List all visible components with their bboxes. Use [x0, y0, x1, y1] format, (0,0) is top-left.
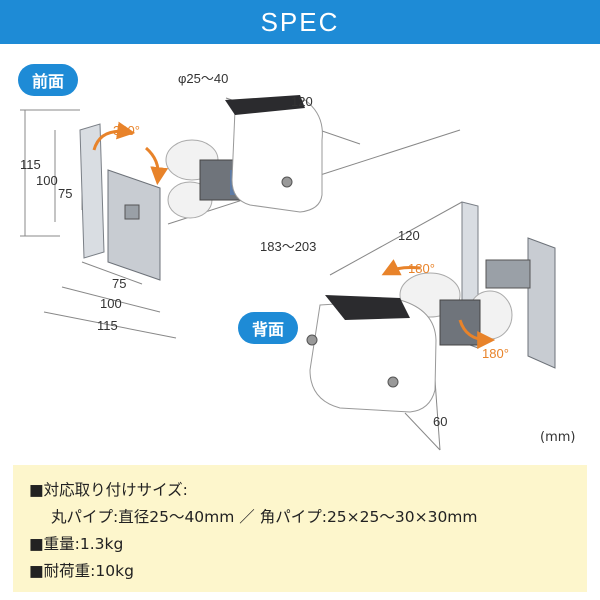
- dim-front-w100: 100: [100, 296, 122, 311]
- spec-load-capacity: ■耐荷重:10kg: [29, 562, 134, 580]
- spec-box: ■対応取り付けサイズ: 丸パイプ:直径25〜40mm ／ 角パイプ:25×25〜…: [13, 465, 587, 592]
- rotation-back-bottom: 180°: [482, 346, 509, 361]
- back-dimension-lines: [329, 201, 463, 451]
- rotation-arrows: [92, 121, 496, 349]
- unit-label: (mm): [540, 430, 576, 445]
- back-label: 背面: [238, 312, 299, 344]
- dim-length: 183〜203: [260, 239, 317, 254]
- header-banner: SPEC: [0, 0, 600, 44]
- dim-front-h75: 75: [58, 186, 73, 201]
- dim-front-depth: 120: [291, 94, 313, 109]
- dim-pipe-diameter: φ25〜40: [178, 71, 229, 86]
- dim-back-height: 60: [433, 414, 448, 429]
- dim-front-w115: 115: [97, 318, 118, 333]
- rotation-back-top: 180°: [408, 261, 435, 276]
- spec-weight: ■重量:1.3kg: [29, 535, 124, 553]
- spec-mount-size-detail: 丸パイプ:直径25〜40mm ／ 角パイプ:25×25〜30×30mm: [51, 508, 478, 526]
- page-title: SPEC: [260, 6, 340, 37]
- dim-front-w75: 75: [112, 276, 127, 291]
- spec-mount-size-heading: ■対応取り付けサイズ:: [29, 481, 188, 499]
- rotation-front: 360°: [113, 123, 140, 138]
- dim-back-depth: 120: [398, 228, 420, 243]
- front-label: 前面: [18, 64, 79, 96]
- front-bracket: [79, 95, 323, 281]
- dim-front-h100: 100: [36, 173, 58, 188]
- dim-front-h115: 115: [20, 157, 41, 172]
- back-bracket: [306, 201, 556, 413]
